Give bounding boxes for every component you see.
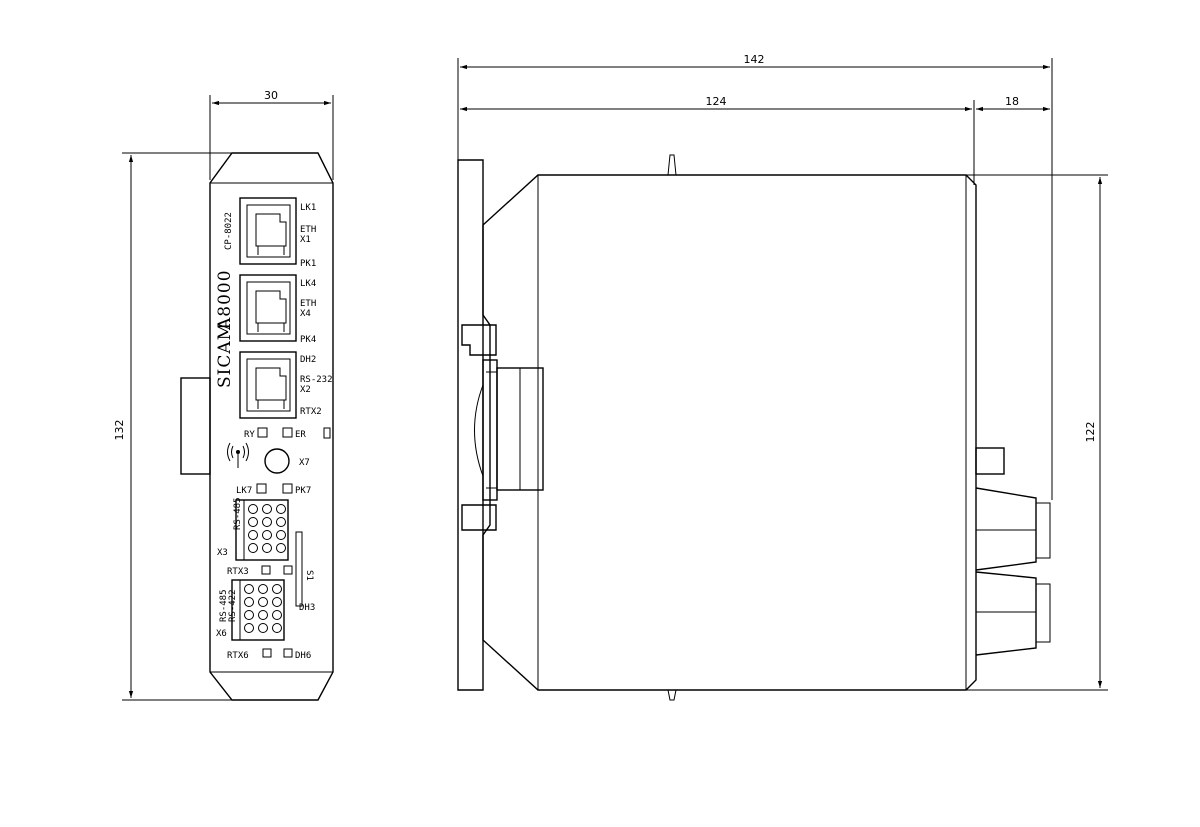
switch-s1 (295, 531, 303, 607)
label-x7: X7 (299, 458, 310, 468)
led-rtx6 (262, 648, 272, 658)
part-number-label: CP-8022 (224, 212, 234, 250)
label-rtx6: RTX6 (227, 651, 249, 661)
port1-eth: ETH (300, 225, 316, 235)
x3-side-label: RS-485 (233, 497, 243, 530)
port1-x1: X1 (300, 235, 311, 245)
port2-pk4: PK4 (300, 335, 316, 345)
label-rtx3: RTX3 (227, 567, 249, 577)
led-pk7 (282, 483, 293, 494)
label-x6: X6 (216, 629, 227, 639)
serial-port-x2: DH2 RS-232 X2 RTX2 (239, 351, 333, 419)
top-latch (667, 154, 677, 176)
model-label: A8000 (215, 269, 235, 331)
antenna-connector (975, 447, 1005, 475)
front-housing (209, 152, 334, 701)
led-lk7 (256, 483, 267, 494)
bottom-latch (667, 689, 677, 701)
din-clip-front (180, 377, 211, 475)
reset-button (323, 427, 331, 439)
ethernet-port-x4: LK4 ETH X4 PK4 (239, 274, 316, 345)
terminal-block-x3: RS-485 X3 (217, 497, 289, 561)
dimension-front-width: 30 (209, 89, 334, 180)
led-ry (257, 427, 268, 438)
led-label-er: ER (295, 430, 306, 440)
dim-label-front-height: 132 (113, 420, 126, 441)
port2-lk4: LK4 (300, 279, 316, 289)
label-lk7: LK7 (236, 486, 252, 496)
terminal-connector-bottom (975, 571, 1037, 656)
x6-side-label: RS-485 (219, 589, 229, 622)
dimension-side-body: 124 (460, 95, 975, 185)
label-pk7: PK7 (295, 486, 311, 496)
terminal-block-x6: RS-485 RS-422 X6 (216, 579, 285, 641)
port2-x4: X4 (300, 309, 311, 319)
led-rtx3 (261, 565, 271, 575)
rear-plate (457, 159, 484, 691)
dim-label-side-total: 142 (744, 53, 765, 66)
dim-label-side-height: 122 (1084, 422, 1097, 443)
x6-side-label-2: RS-422 (228, 589, 238, 622)
port1-pk1: PK1 (300, 259, 316, 269)
port3-rtx2: RTX2 (300, 407, 322, 417)
dimension-front-height: 132 (113, 152, 232, 701)
led-label-ry: RY (244, 430, 255, 440)
dim-label-side-body: 124 (706, 95, 727, 108)
side-connector-block (975, 447, 1051, 656)
dim-label-front-width: 30 (264, 89, 278, 102)
led-dh6 (283, 648, 293, 658)
antenna-icon (227, 442, 249, 468)
label-s1: S1 (304, 570, 314, 581)
dim-label-side-connector: 18 (1005, 95, 1019, 108)
front-view: 30 132 SICAM A8000 CP-8022 LK1 ETH X1 (113, 89, 334, 701)
port3-x2: X2 (300, 385, 311, 395)
led-dh3 (283, 565, 293, 575)
status-leds: RY ER (244, 427, 331, 440)
port3-dh2: DH2 (300, 355, 316, 365)
brand-label: SICAM (215, 322, 235, 388)
label-x3: X3 (217, 548, 228, 558)
label-dh6: DH6 (295, 651, 311, 661)
dimension-side-total: 142 (457, 53, 1053, 500)
led-er (282, 427, 293, 438)
label-dh3: DH3 (299, 603, 315, 613)
port2-eth: ETH (300, 299, 316, 309)
din-rail-clip (461, 324, 544, 531)
port3-rs232: RS-232 (300, 375, 333, 385)
terminal-connector-top (975, 487, 1037, 571)
antenna-port-x7 (264, 448, 290, 474)
side-housing (482, 174, 977, 691)
dimension-side-connector: 18 (976, 95, 1050, 112)
port1-lk1: LK1 (300, 203, 316, 213)
dimension-side-height: 122 (966, 174, 1108, 691)
side-view: 142 124 18 122 (457, 53, 1108, 701)
ethernet-port-x1: LK1 ETH X1 PK1 (239, 197, 316, 269)
